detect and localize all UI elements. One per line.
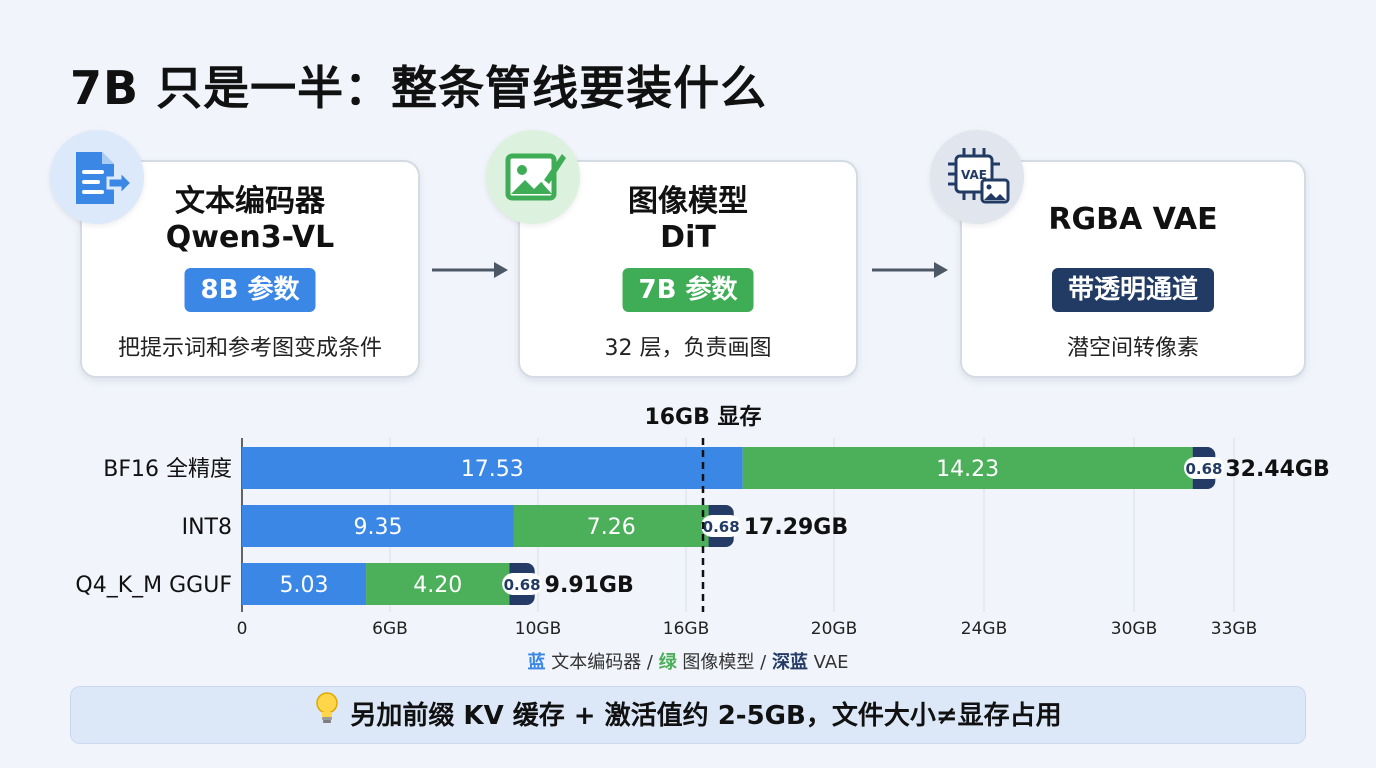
feature-badge: 带透明通道 <box>1051 268 1215 312</box>
chip-label: VAE <box>961 168 987 182</box>
stage-desc: 把提示词和参考图变成条件 <box>117 336 382 361</box>
category-label: BF16 全精度 <box>103 457 232 482</box>
legend-text: VAE <box>808 652 849 673</box>
stage-name: 文本编码器 <box>175 184 325 219</box>
legend: 蓝 文本编码器 / 绿 图像模型 / 深蓝 VAE <box>527 651 848 673</box>
lightbulb-icon <box>314 688 340 746</box>
data-label: 7.26 <box>587 515 636 540</box>
x-tick-label: 24GB <box>961 619 1007 639</box>
data-label: 17.53 <box>461 457 524 482</box>
data-label: 14.23 <box>936 457 999 482</box>
x-tick-label: 30GB <box>1111 619 1157 639</box>
x-tick-label: 0 <box>237 619 248 639</box>
x-tick-label: 6GB <box>372 619 408 639</box>
document-arrow-icon <box>50 130 144 224</box>
bar-segment-text_encoder <box>242 505 514 547</box>
stage-desc: 潜空间转像素 <box>1066 336 1199 361</box>
x-tick-label: 10GB <box>515 619 561 639</box>
legend-swatch-label: 绿 <box>659 651 678 673</box>
data-label: 4.20 <box>413 573 462 598</box>
stage-model: Qwen3-VL <box>165 220 335 255</box>
bar-segment-image_model <box>742 447 1193 489</box>
total-label: 32.44GB <box>1225 457 1329 482</box>
legend-text: 文本编码器 / <box>545 652 658 673</box>
param-badge: 8B 参数 <box>184 268 316 312</box>
flow-arrow-icon <box>872 262 948 278</box>
page-title: 7B 只是一半：整条管线要装什么 <box>70 61 768 115</box>
param-badge: 7B 参数 <box>622 268 754 312</box>
stage-model: DiT <box>660 220 716 255</box>
stage-card-vae: RGBA VAE 带透明通道 潜空间转像素 <box>960 160 1306 378</box>
stage-desc: 32 层，负责画图 <box>604 336 772 361</box>
legend-text: 图像模型 / <box>677 652 772 673</box>
data-label-pill <box>701 515 742 537</box>
memory-stacked-bar-chart: 0 6GB 10GB 16GB 20GB 24GB 30GB 33GB BF16 全精度 17.5… <box>75 404 1329 673</box>
data-label: 0.68 <box>1185 460 1222 478</box>
data-label-pill <box>502 573 543 595</box>
data-label-pill <box>1184 457 1224 479</box>
category-label: INT8 <box>182 515 232 540</box>
legend-swatch-label: 深蓝 <box>772 651 808 673</box>
total-label: 17.29GB <box>744 515 848 540</box>
reference-line-label: 16GB 显存 <box>644 404 761 430</box>
total-label: 9.91GB <box>545 573 634 598</box>
flow-arrow-icon <box>432 262 508 278</box>
data-label: 5.03 <box>280 573 329 598</box>
bar-segment-text_encoder <box>242 563 367 605</box>
x-tick-label: 33GB <box>1211 619 1257 639</box>
legend-swatch-label: 蓝 <box>527 652 545 673</box>
footnote-text: 另加前缀 KV 缓存 + 激活值约 2-5GB，文件大小≠显存占用 <box>350 701 1062 731</box>
category-label: Q4_K_M GGUF <box>75 573 232 598</box>
stage-name: RGBA VAE <box>1048 202 1218 237</box>
stage-name: 图像模型 <box>628 184 748 219</box>
data-label: 0.68 <box>504 576 541 594</box>
image-brush-icon <box>486 130 580 224</box>
x-tick-label: 16GB <box>663 619 709 639</box>
bar-segment-image_model <box>513 505 709 547</box>
data-label: 9.35 <box>353 515 402 540</box>
vae-chip-image-icon: VAE <box>930 130 1024 224</box>
footnote-banner: 另加前缀 KV 缓存 + 激活值约 2-5GB，文件大小≠显存占用 <box>70 686 1306 744</box>
data-label: 0.68 <box>703 518 740 536</box>
bar-segment-image_model <box>366 563 510 605</box>
bar-segment-text_encoder <box>242 447 743 489</box>
x-tick-label: 20GB <box>811 619 857 639</box>
